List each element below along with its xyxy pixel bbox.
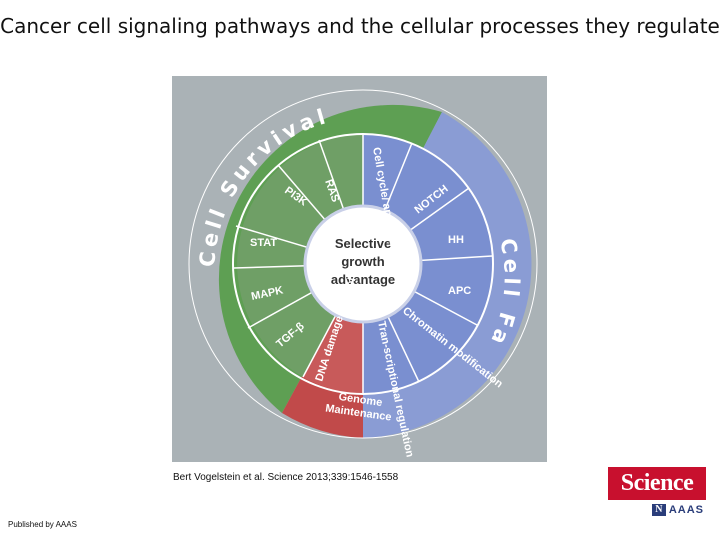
science-logo: Science N AAAS — [608, 467, 706, 518]
inner-ring-fate — [363, 134, 493, 394]
pathway-wheel: Selective growth advantage RAS PI3K STAT… — [172, 76, 538, 459]
figure-citation: Bert Vogelstein et al. Science 2013;339:… — [173, 472, 399, 483]
published-by-footer: Published by AAAS — [8, 520, 77, 529]
center-line-3: advantage — [331, 272, 395, 287]
pathway-label-apc: APC — [448, 285, 471, 297]
center-line-2: growth — [341, 254, 384, 269]
inner-ring-outline — [232, 133, 494, 395]
pathway-wheel-figure: Selective growth advantage RAS PI3K STAT… — [172, 76, 547, 462]
slide-title: Cancer cell signaling pathways and the c… — [0, 14, 720, 38]
aaas-logo: N AAAS — [608, 502, 706, 518]
center-line-1: Selective — [335, 236, 391, 251]
science-logo-wordmark: Science — [608, 467, 706, 500]
pathway-label-stat: STAT — [250, 237, 277, 249]
aaas-mark-icon: N — [651, 504, 666, 516]
center-circle — [303, 204, 423, 324]
pathway-label-hh: HH — [448, 234, 464, 246]
outer-ring-outline — [188, 89, 538, 439]
